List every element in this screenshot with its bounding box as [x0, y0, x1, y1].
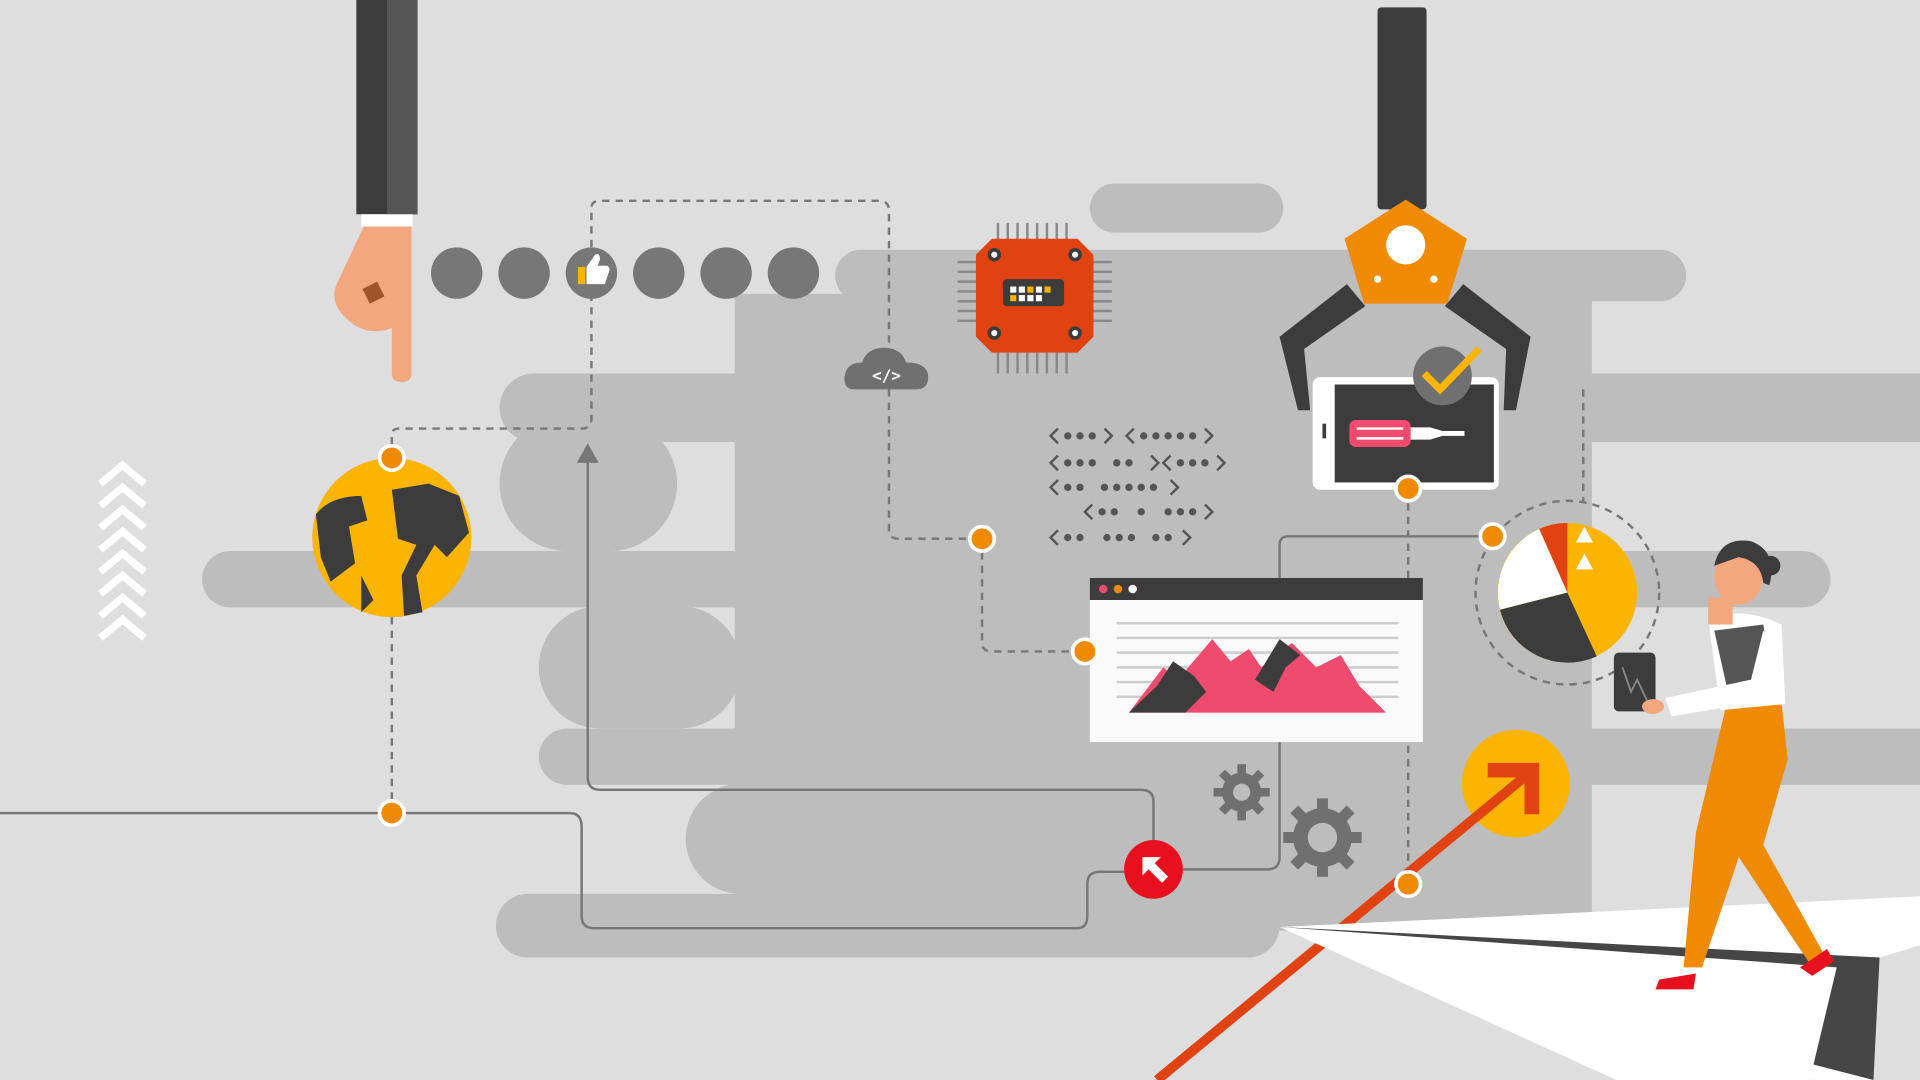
growth-arrow-head: [1487, 762, 1540, 815]
connector-nodes: [377, 443, 1507, 899]
gear-icon: [1213, 764, 1270, 821]
cursor-button-icon: [1124, 840, 1183, 899]
browser-window: [1089, 577, 1423, 743]
chevrons-up-icon: [98, 460, 147, 641]
code-snippet-dots: [1064, 432, 1209, 542]
cloud-code-label: </>: [872, 366, 901, 385]
pie-chart-icon: [1497, 522, 1638, 663]
thumbs-up-icon: [577, 254, 610, 285]
gear-icon-large: [1283, 798, 1362, 877]
arrow-up-icon: [576, 443, 599, 463]
microchip-icon: [957, 222, 1112, 374]
screwdriver-icon: [1349, 420, 1465, 447]
globe-icon: [312, 457, 472, 618]
progress-dots: [431, 247, 820, 299]
code-cloud-icon: [844, 347, 929, 390]
checkmark-icon: [1413, 346, 1482, 406]
paper-plane: [1279, 896, 1920, 1080]
pointing-hand: [334, 0, 418, 383]
code-snippet-icon: [1048, 427, 1227, 546]
robotic-claw: [1279, 7, 1531, 411]
person-with-tablet: [1613, 540, 1835, 990]
